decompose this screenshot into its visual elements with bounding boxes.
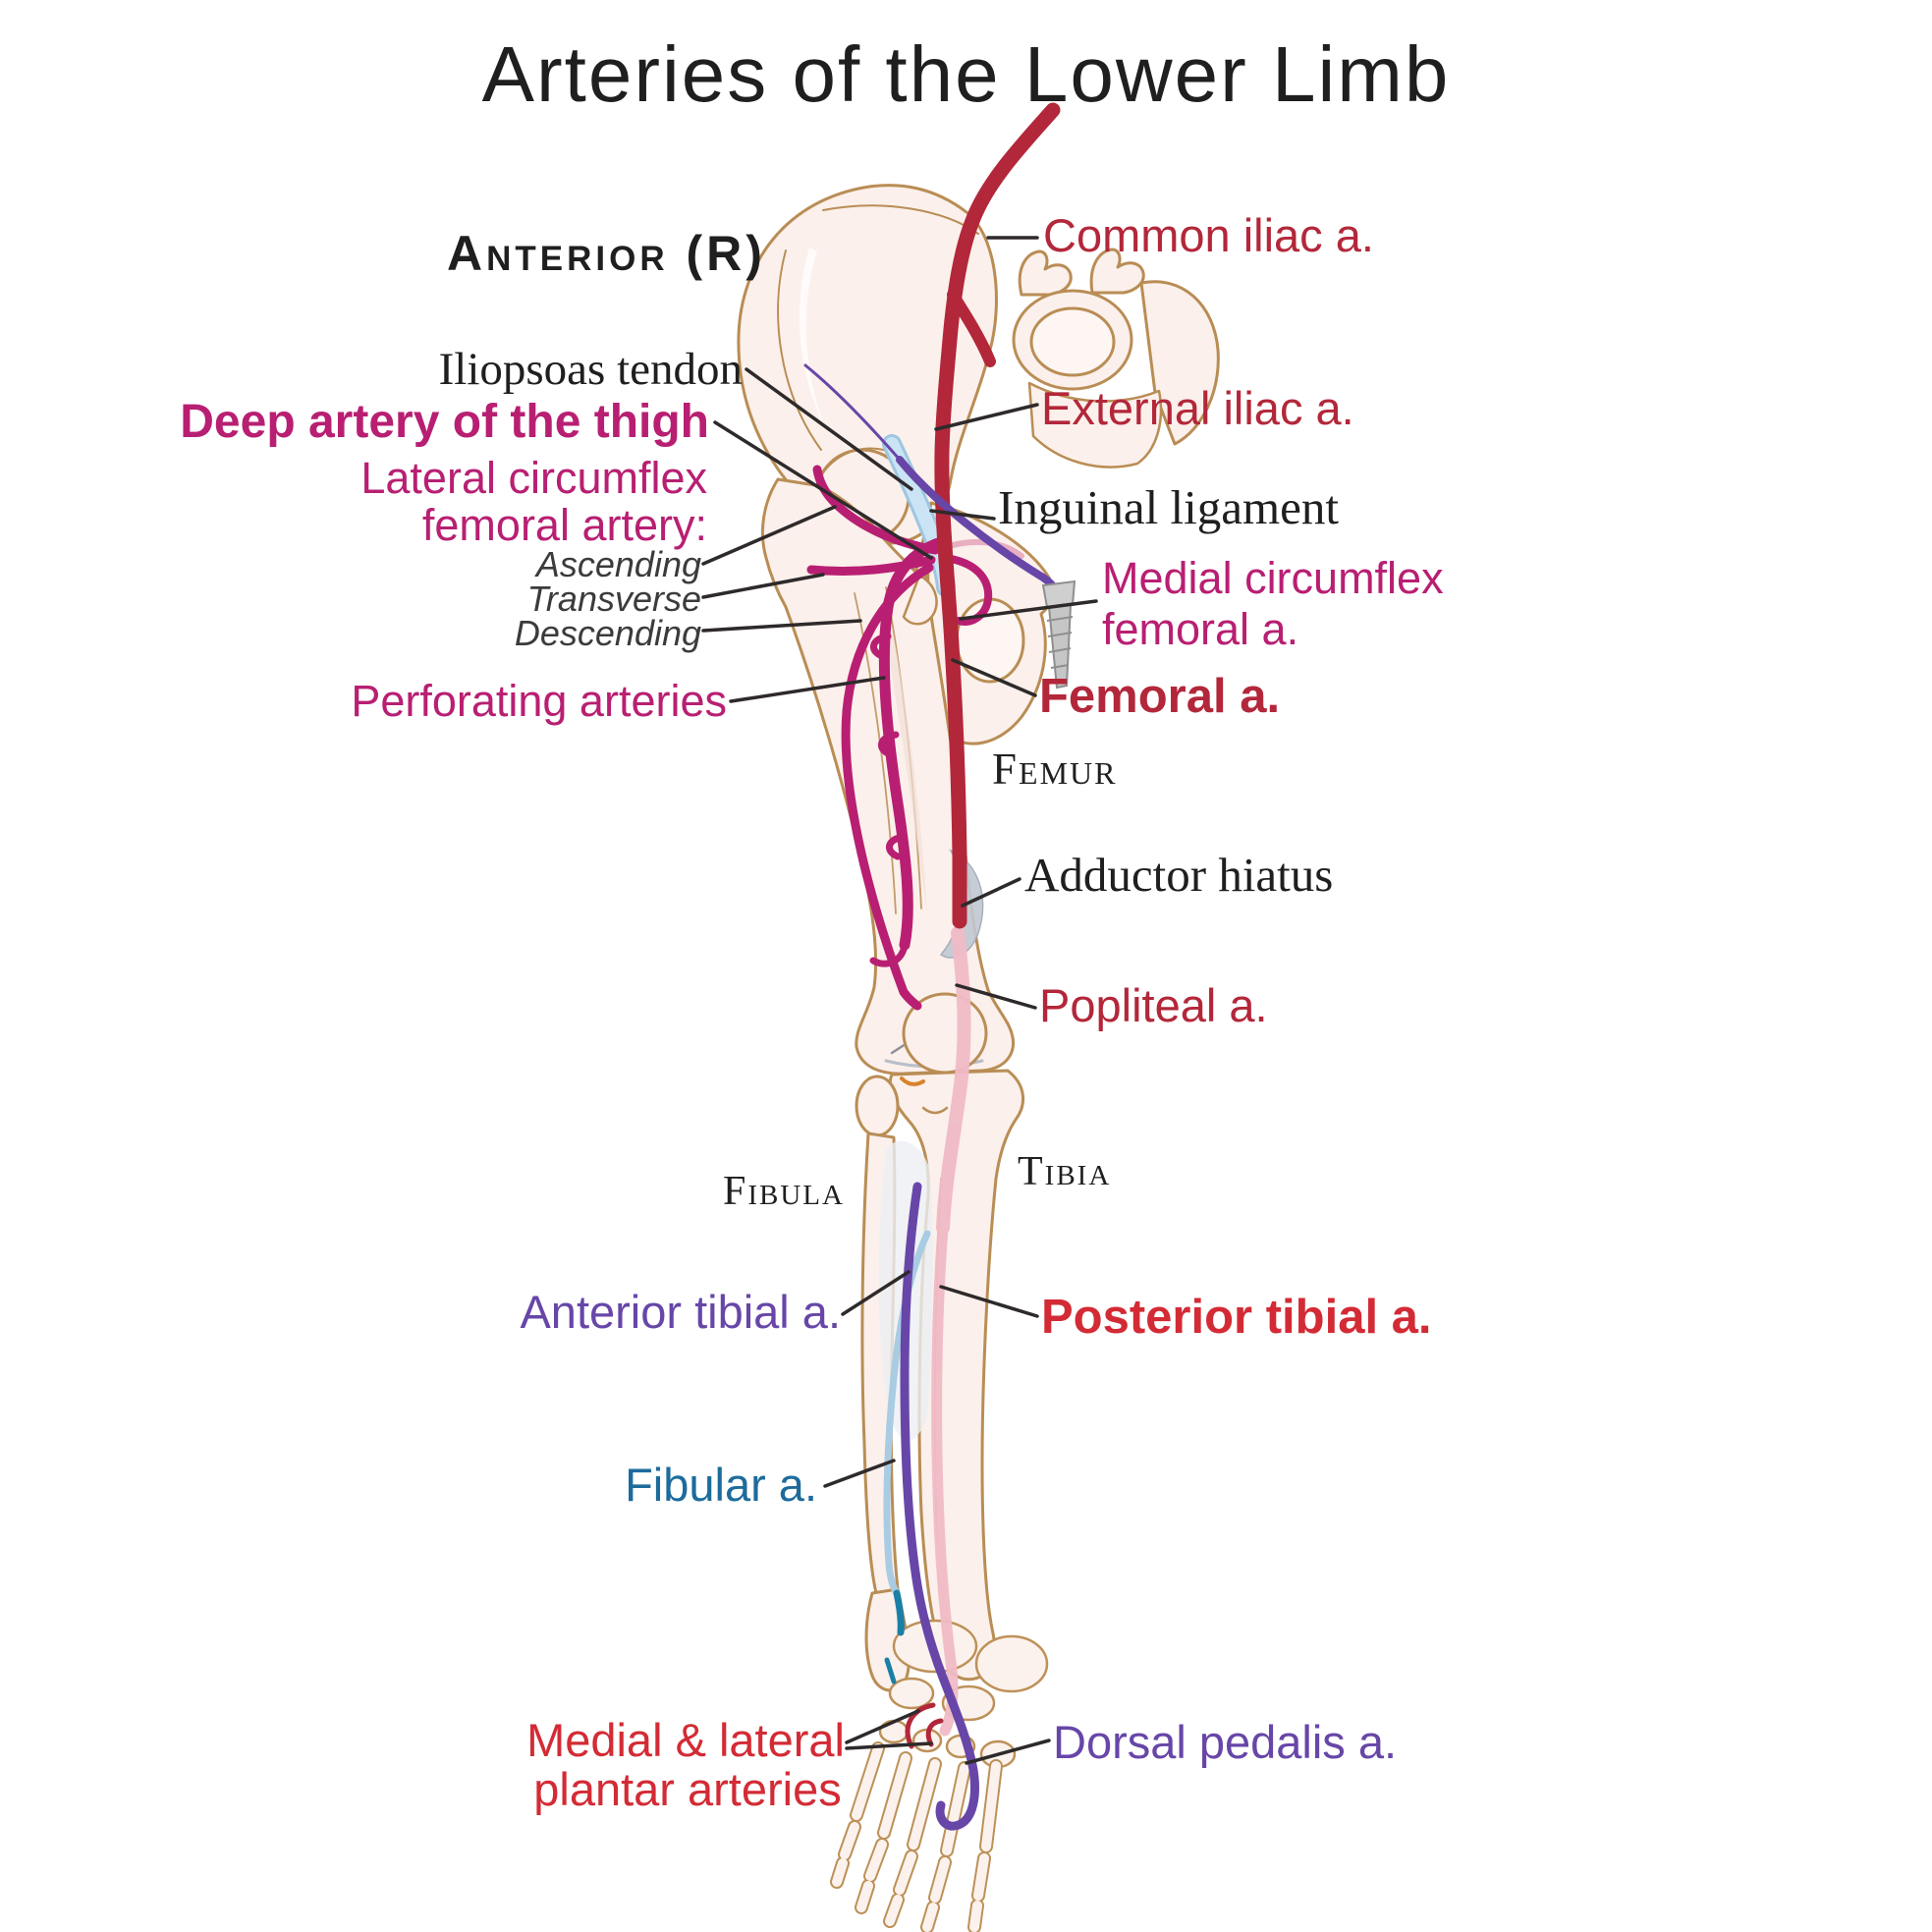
leg-arteries xyxy=(883,1182,979,1831)
fibular-artery-tip xyxy=(893,1589,905,1636)
leader-transverse xyxy=(701,573,825,599)
leader-descending xyxy=(701,619,862,633)
label-lateral-circumflex-line2: femoral artery: xyxy=(421,500,707,550)
lower-sacrum xyxy=(1027,381,1163,469)
leader-external-iliac xyxy=(934,403,1039,431)
fibula-head xyxy=(855,1075,900,1137)
fixation-screw xyxy=(1041,580,1076,690)
medial-circumflex-artery xyxy=(941,554,993,626)
femoral-artery-trunk xyxy=(934,102,1061,929)
leader-adductor xyxy=(961,877,1021,908)
knee-orange-arc xyxy=(900,1076,925,1086)
fibular-ankle-mark xyxy=(884,1657,897,1684)
descending-branch-artery xyxy=(841,563,934,1011)
orientation-label: Anterior (R) xyxy=(447,226,766,281)
label-deep-artery-of-thigh: Deep artery of the thigh xyxy=(180,396,709,448)
label-ascending-branch: Ascending xyxy=(535,544,701,584)
common-iliac-external-iliac-femoral xyxy=(934,102,1061,929)
leader-medial-circumflex xyxy=(959,599,1098,621)
leader-deep-artery xyxy=(713,420,933,560)
navicular xyxy=(888,1677,935,1710)
calcaneus xyxy=(974,1634,1049,1693)
label-medial-circumflex-line1: Medial circumflex xyxy=(1102,553,1444,603)
label-external-iliac-artery: External iliac a. xyxy=(1041,382,1354,434)
popliteal-posterior-tibial-artery xyxy=(931,926,971,1737)
leader-popliteal xyxy=(955,983,1037,1010)
leader-plantar-b xyxy=(845,1741,933,1750)
label-lateral-circumflex-line1: Lateral circumflex xyxy=(360,453,707,503)
perforating-artery-2 xyxy=(878,731,900,758)
label-fibular-artery: Fibular a. xyxy=(625,1459,817,1511)
label-tibia-bone: Tibia xyxy=(1018,1149,1112,1194)
deep-femoral-terminal xyxy=(869,941,909,967)
label-anterior-tibial-artery: Anterior tibial a. xyxy=(520,1286,841,1338)
plantar-arteries xyxy=(905,1702,944,1749)
leader-ascending xyxy=(701,505,837,566)
leader-dorsal-pedalis xyxy=(965,1739,1051,1765)
label-perforating-arteries: Perforating arteries xyxy=(351,676,727,726)
anterior-tibial-dorsalis-pedis-artery xyxy=(900,1182,979,1831)
leader-perforating xyxy=(729,676,886,703)
label-femoral-artery: Femoral a. xyxy=(1039,670,1281,723)
label-transverse-branch: Transverse xyxy=(526,579,701,619)
label-descending-branch: Descending xyxy=(514,613,701,653)
internal-iliac-stub xyxy=(947,289,996,367)
lesser-trochanter xyxy=(902,574,938,626)
label-adductor-hiatus: Adductor hiatus xyxy=(1024,848,1334,902)
label-plantar-arteries-line1: Medial & lateral xyxy=(526,1714,845,1766)
label-iliopsoas-tendon: Iliopsoas tendon xyxy=(438,344,743,395)
perforating-artery-1 xyxy=(870,633,892,660)
leader-anterior-tibial xyxy=(841,1270,911,1316)
deep-femoral-artery-system xyxy=(806,465,993,1011)
label-fibula-bone: Fibula xyxy=(723,1169,845,1214)
deep-femoral-artery xyxy=(878,536,947,951)
metatarsals-phalanges-fill xyxy=(832,1743,1001,1932)
label-popliteal-artery: Popliteal a. xyxy=(1039,979,1268,1031)
leader-femoral xyxy=(951,658,1037,697)
leader-lines xyxy=(701,236,1098,1765)
label-plantar-arteries-line2: plantar arteries xyxy=(533,1763,842,1815)
label-common-iliac-artery: Common iliac a. xyxy=(1043,209,1374,261)
label-inguinal-ligament: Inguinal ligament xyxy=(998,480,1339,534)
sacral-process-left xyxy=(1018,249,1073,297)
label-dorsal-pedalis-artery: Dorsal pedalis a. xyxy=(1053,1716,1398,1768)
label-posterior-tibial-artery: Posterior tibial a. xyxy=(1041,1291,1432,1344)
label-medial-circumflex-line2: femoral a. xyxy=(1102,604,1299,654)
label-femur-bone: Femur xyxy=(992,745,1118,794)
page-title: Arteries of the Lower Limb xyxy=(481,30,1451,118)
leader-fibular xyxy=(823,1459,896,1488)
leader-posterior-tibial xyxy=(939,1285,1039,1318)
leader-inguinal xyxy=(929,509,996,521)
perforating-artery-3 xyxy=(886,833,908,860)
transverse-branch-artery xyxy=(806,555,936,577)
leader-iliopsoas xyxy=(745,367,913,491)
leader-plantar-a xyxy=(845,1709,920,1744)
